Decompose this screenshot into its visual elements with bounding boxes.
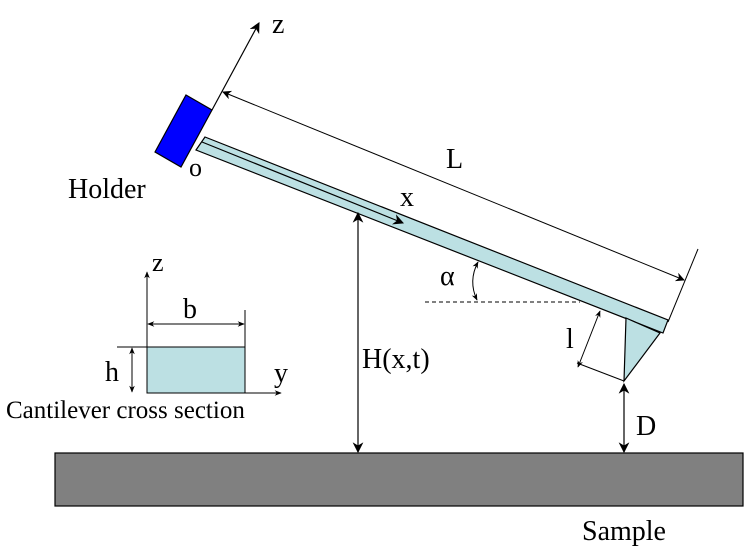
cs-thickness-label: h bbox=[105, 357, 119, 388]
sample-surface bbox=[54, 452, 744, 507]
origin-label: o bbox=[189, 153, 202, 182]
cs-title: Cantilever cross section bbox=[6, 397, 245, 424]
cs-y-label: y bbox=[274, 358, 288, 389]
length-extension-line bbox=[667, 248, 699, 323]
sample-label: Sample bbox=[582, 516, 666, 547]
tip-extension-line bbox=[576, 362, 625, 382]
cantilever-beam bbox=[195, 136, 669, 334]
z-axis-label: z bbox=[272, 9, 284, 40]
cross-section-inset: z b h y Cantilever cross section bbox=[6, 248, 288, 424]
cross-section-rect bbox=[146, 346, 246, 394]
cantilever-tip bbox=[623, 317, 661, 383]
x-axis-label: x bbox=[400, 182, 414, 213]
cs-width-label: b bbox=[183, 294, 197, 325]
cs-z-label: z bbox=[152, 248, 164, 277]
tip-length-label: l bbox=[566, 324, 574, 355]
angle-label: α bbox=[440, 261, 455, 292]
x-axis-arrow bbox=[201, 141, 405, 225]
angle-arc bbox=[471, 261, 479, 301]
holder-block bbox=[154, 94, 213, 168]
holder-label: Holder bbox=[68, 174, 146, 205]
tip-length-arrow bbox=[577, 310, 601, 368]
z-axis-arrow bbox=[211, 22, 260, 111]
height-label: H(x,t) bbox=[362, 344, 430, 375]
distance-label: D bbox=[636, 411, 656, 442]
length-dimension-arrow bbox=[222, 90, 685, 282]
length-label: L bbox=[446, 144, 463, 175]
